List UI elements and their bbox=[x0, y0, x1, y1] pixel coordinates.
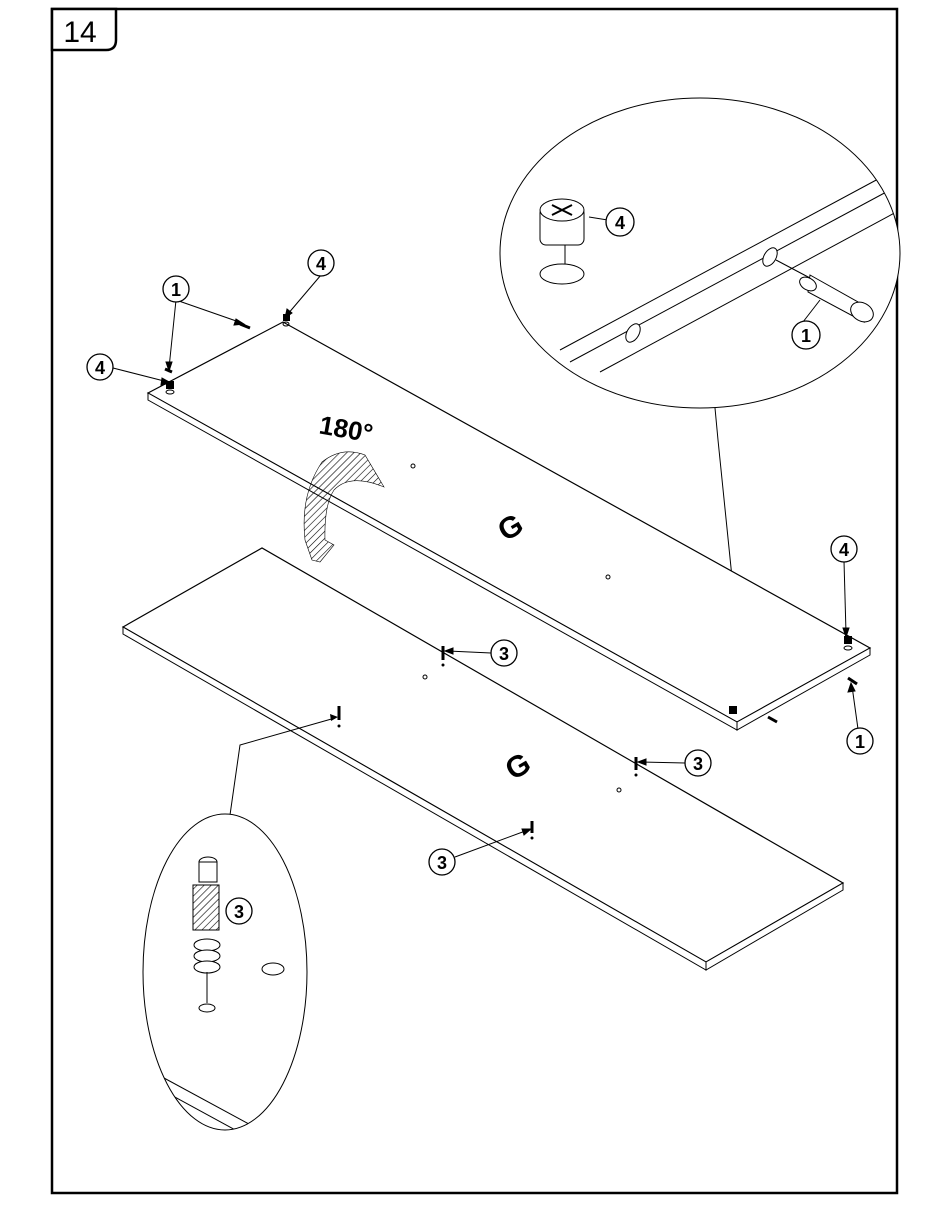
svg-text:3: 3 bbox=[693, 754, 703, 774]
dowel-icon bbox=[848, 678, 857, 684]
callout-part-3: 3 bbox=[491, 640, 517, 666]
callout-part-4: 4 bbox=[831, 536, 857, 562]
callout-part-1: 1 bbox=[847, 728, 873, 754]
callout-part-3: 3 bbox=[226, 898, 252, 924]
dowel-icon bbox=[768, 717, 777, 722]
svg-text:1: 1 bbox=[801, 326, 811, 346]
svg-text:3: 3 bbox=[499, 644, 509, 664]
callout-part-4: 4 bbox=[87, 354, 113, 380]
step-number: 14 bbox=[63, 16, 96, 49]
callout-part-1: 1 bbox=[163, 276, 189, 302]
step-badge: 14 bbox=[52, 9, 116, 50]
callout-part-4: 4 bbox=[606, 208, 634, 236]
svg-text:4: 4 bbox=[839, 540, 849, 560]
callout-part-3: 3 bbox=[429, 849, 455, 875]
callout-part-1: 1 bbox=[792, 321, 820, 349]
svg-text:4: 4 bbox=[316, 254, 326, 274]
svg-text:4: 4 bbox=[615, 213, 625, 233]
cam-lock-icon bbox=[729, 706, 737, 714]
callout-part-4: 4 bbox=[308, 250, 334, 276]
detail-circle-cam-bolt bbox=[140, 814, 307, 1138]
svg-text:3: 3 bbox=[437, 853, 447, 873]
svg-text:4: 4 bbox=[95, 358, 105, 378]
svg-text:3: 3 bbox=[234, 902, 244, 922]
svg-text:1: 1 bbox=[171, 280, 181, 300]
detail-circle-cam-lock bbox=[500, 98, 900, 408]
svg-text:1: 1 bbox=[855, 732, 865, 752]
callout-part-3: 3 bbox=[685, 750, 711, 776]
cam-lock-icon bbox=[540, 199, 584, 284]
